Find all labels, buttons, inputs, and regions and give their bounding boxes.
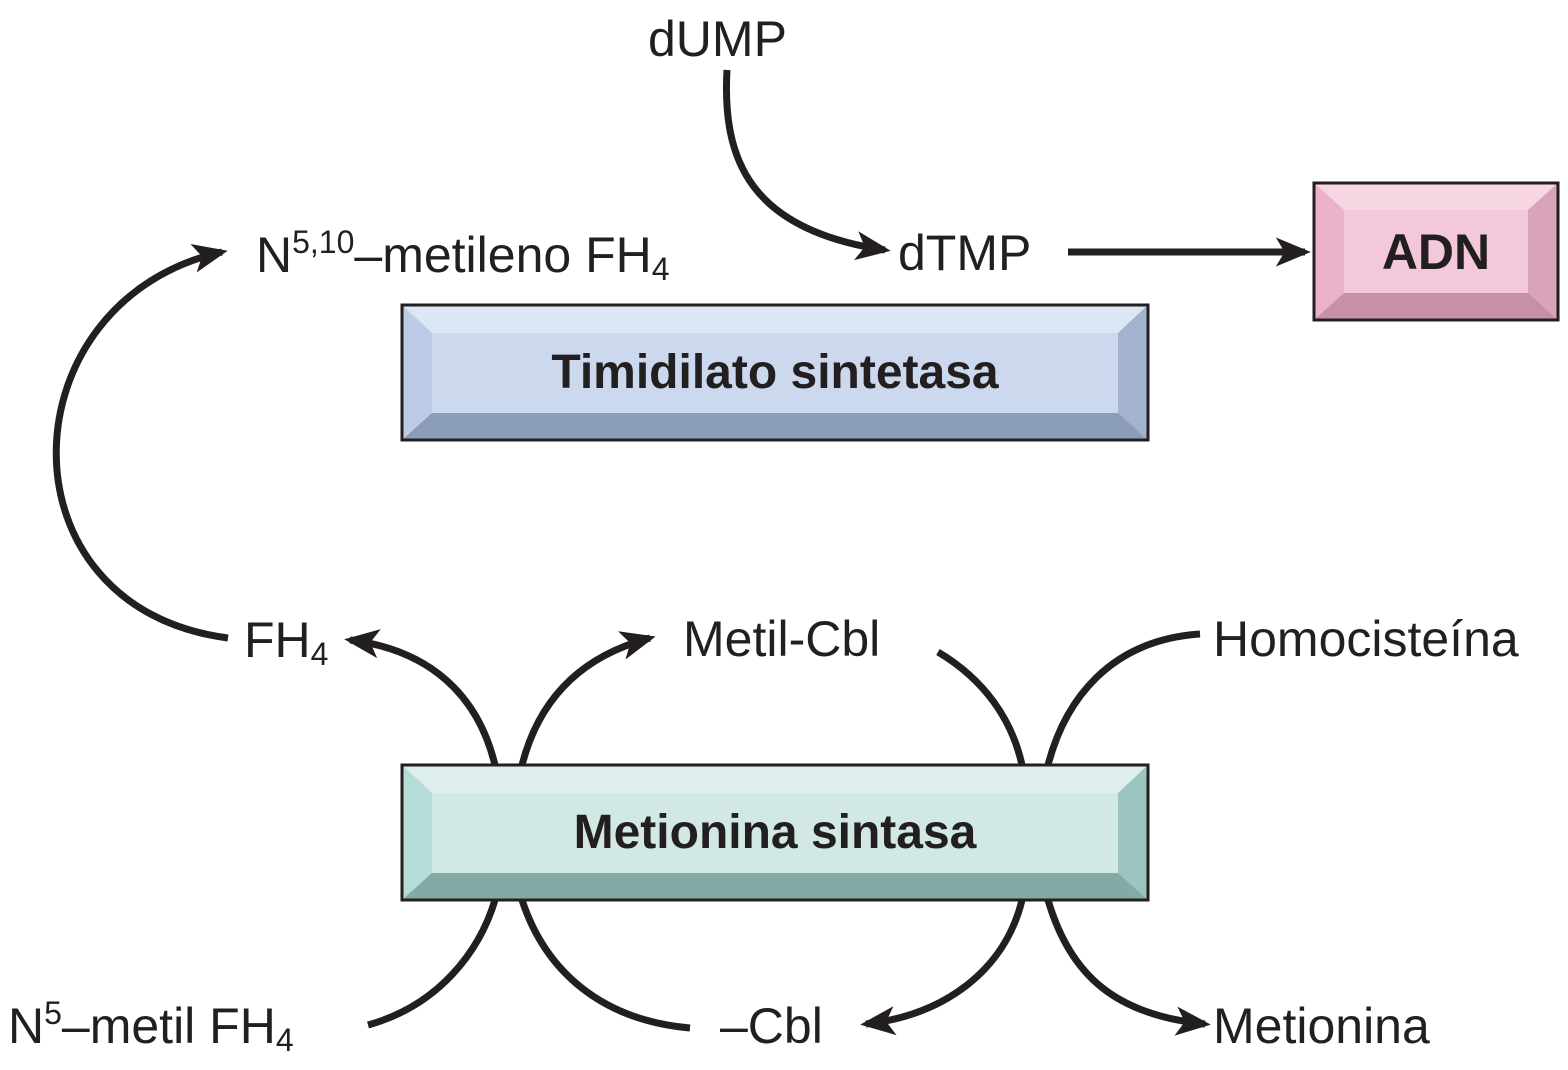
arrow-enzyme-to-metilcbl: [518, 631, 656, 766]
line-n5metil-to-enzyme: [367, 898, 499, 1029]
metil-cbl-label: Metil-Cbl: [683, 611, 881, 667]
methylene-fh4-label: N5,10–metileno FH4: [256, 224, 670, 287]
timidilato-sintetasa-box: [400, 303, 1150, 442]
metionina-sintasa-box: [400, 763, 1150, 902]
arrow-fh4-to-methylene: [52, 244, 229, 642]
homocisteina-label: Homocisteína: [1213, 611, 1519, 667]
dtmp-label: dTMP: [898, 225, 1032, 281]
timidilato-sintetasa-label: Timidilato sintetasa: [551, 346, 999, 399]
line-homocisteina-to-enzyme: [1044, 630, 1201, 766]
metionina-label: Metionina: [1213, 998, 1430, 1054]
dump-label: dUMP: [648, 11, 787, 67]
n5-metil-fh4-label: N5–metil FH4: [8, 995, 294, 1058]
adn-label: ADN: [1381, 223, 1491, 280]
line-metilcbl-to-enzyme: [936, 648, 1026, 766]
arrow-enzyme-to-metionina: [1044, 899, 1211, 1036]
arrow-enzyme-to-fh4: [344, 629, 499, 766]
metionina-sintasa-label: Metionina sintasa: [573, 806, 977, 859]
adn-box: [1312, 181, 1560, 322]
arrow-dump-to-dtmp: [722, 69, 891, 261]
cbl-label: –Cbl: [720, 998, 823, 1054]
line-cbl-to-enzyme: [518, 898, 691, 1032]
arrow-enzyme-to-cbl: [860, 899, 1026, 1036]
fh4-label: FH4: [244, 612, 329, 672]
